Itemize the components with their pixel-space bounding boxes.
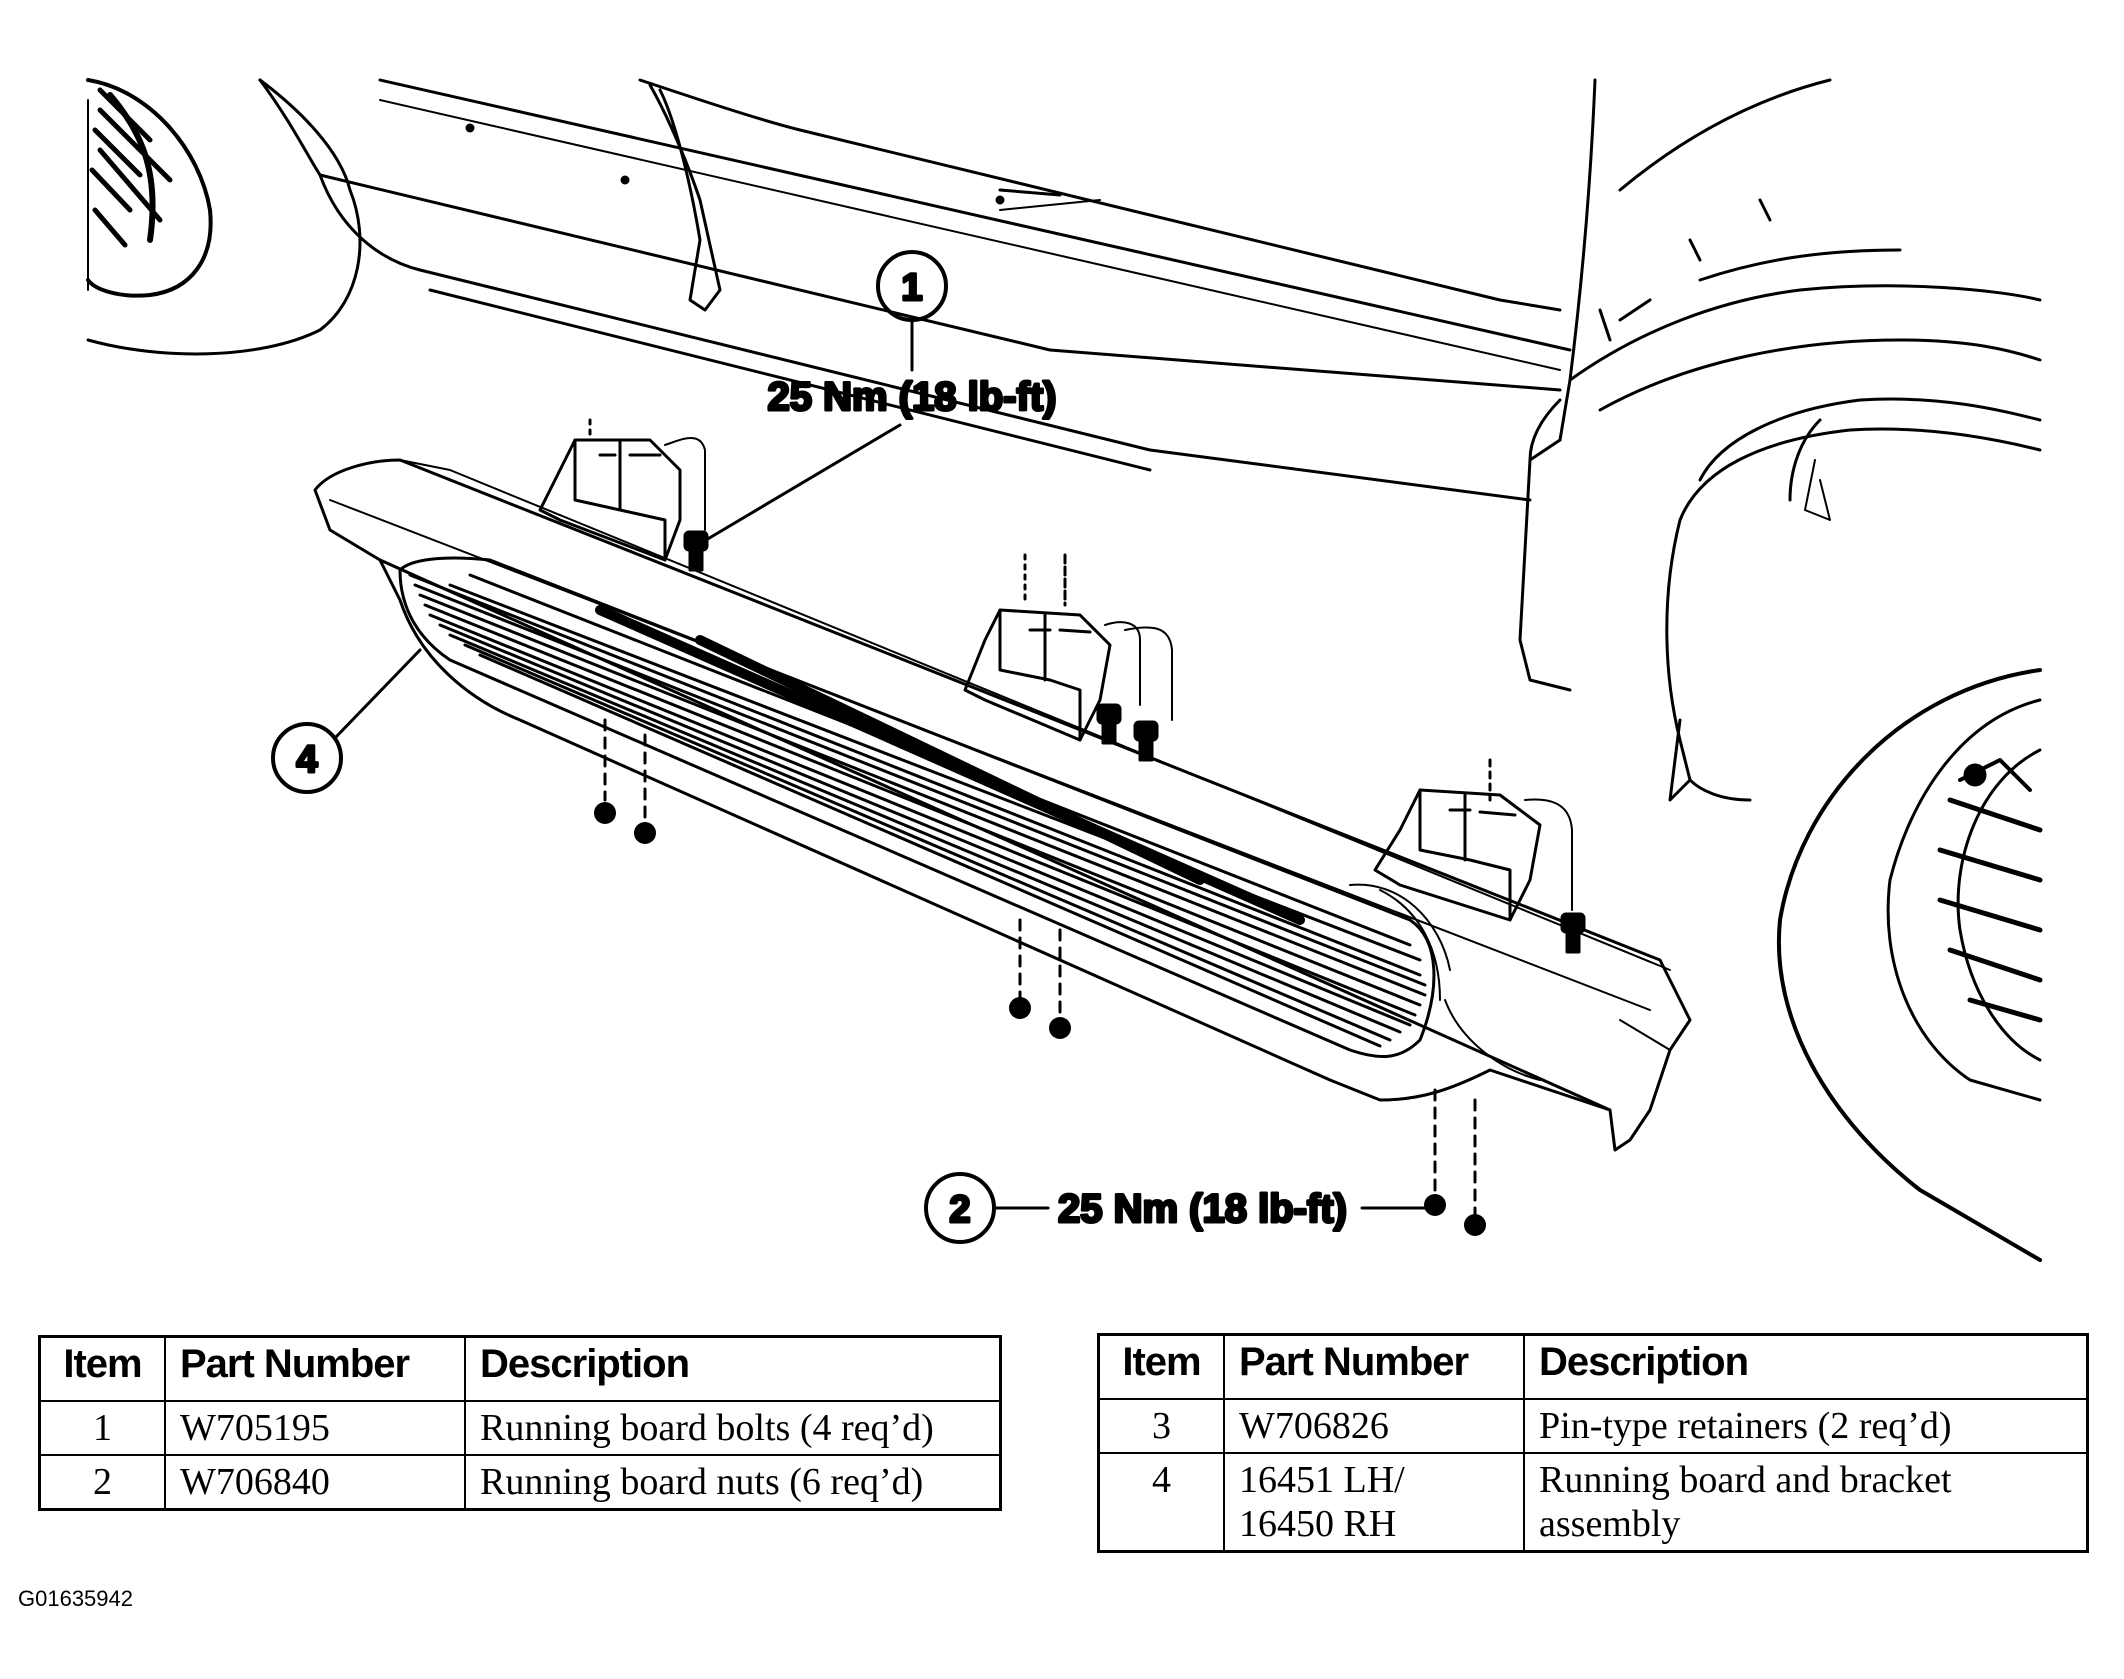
cell-item: 4 [1097,1452,1225,1553]
bracket-front [538,418,682,562]
cell-part-number: W706826 [1223,1398,1525,1454]
bracket-middle [963,553,1112,742]
callout-2-number: 2 [949,1189,970,1231]
parts-table-left: Item Part Number Description 1 W705195 R… [38,1335,1002,1511]
callout-1-number: 1 [901,267,922,309]
column-header-description: Description [1523,1333,2089,1400]
nut-icon [634,822,656,844]
cell-part-number: W706840 [164,1454,466,1511]
part-number-line: 16451 LH/ [1239,1459,1405,1501]
callout-4-number: 4 [296,739,317,781]
bolt-icon [1560,912,1586,954]
running-board-exploded-view: 1 25 Nm (18 lb-ft) 2 25 Nm (18 lb-ft) 4 [86,78,2043,1262]
callout-2: 2 25 Nm (18 lb-ft) [924,1172,1427,1244]
running-board [313,458,1692,1152]
callout-4: 4 [271,648,422,794]
cell-item: 3 [1097,1398,1225,1454]
table-header-row: Item Part Number Description [38,1335,1002,1402]
cell-item: 2 [38,1454,166,1511]
figure-id: G01635942 [18,1586,133,1611]
bolt-icon [683,530,709,572]
description-line: Running board and bracket [1539,1459,1952,1501]
bolts [683,530,1586,954]
description-line: assembly [1539,1503,1681,1545]
nut-icon [1464,1214,1486,1236]
cell-description: Running board nuts (6 req’d) [464,1454,1002,1511]
table-header-row: Item Part Number Description [1097,1333,2089,1400]
nuts [594,718,1486,1236]
column-header-item: Item [1097,1333,1225,1400]
bolt-icon [1096,703,1122,745]
cell-description: Pin-type retainers (2 req’d) [1523,1398,2089,1454]
front-wheel [86,78,362,356]
vehicle-body [258,78,2042,802]
nut-icon [1424,1194,1446,1216]
rear-wheel [1776,668,2043,1262]
part-number-line: 16450 RH [1239,1503,1397,1545]
table-row: 3 W706826 Pin-type retainers (2 req’d) [1097,1398,2089,1454]
cell-description: Running board bolts (4 req’d) [464,1400,1002,1456]
table-row: 2 W706840 Running board nuts (6 req’d) [38,1454,1002,1511]
callout-1-torque: 25 Nm (18 lb-ft) [768,375,1057,419]
cell-part-number: W705195 [164,1400,466,1456]
pin-type-retainers [664,437,1573,911]
cell-part-number: 16451 LH/ 16450 RH [1223,1452,1525,1553]
nut-icon [1049,1017,1071,1039]
cell-item: 1 [38,1400,166,1456]
table-row: 1 W705195 Running board bolts (4 req’d) [38,1400,1002,1456]
nut-icon [1009,997,1031,1019]
table-row: 4 16451 LH/ 16450 RH Running board and b… [1097,1452,2089,1553]
cell-description: Running board and bracket assembly [1523,1452,2089,1553]
nut-icon [594,802,616,824]
bracket-rear [1373,758,1542,922]
column-header-description: Description [464,1335,1002,1402]
bolt-icon [1133,720,1159,762]
parts-table-right: Item Part Number Description 3 W706826 P… [1097,1333,2089,1553]
callout-1: 1 25 Nm (18 lb-ft) [704,250,1058,542]
column-header-item: Item [38,1335,166,1402]
callout-2-torque: 25 Nm (18 lb-ft) [1058,1187,1347,1231]
column-header-part-number: Part Number [164,1335,466,1402]
column-header-part-number: Part Number [1223,1333,1525,1400]
